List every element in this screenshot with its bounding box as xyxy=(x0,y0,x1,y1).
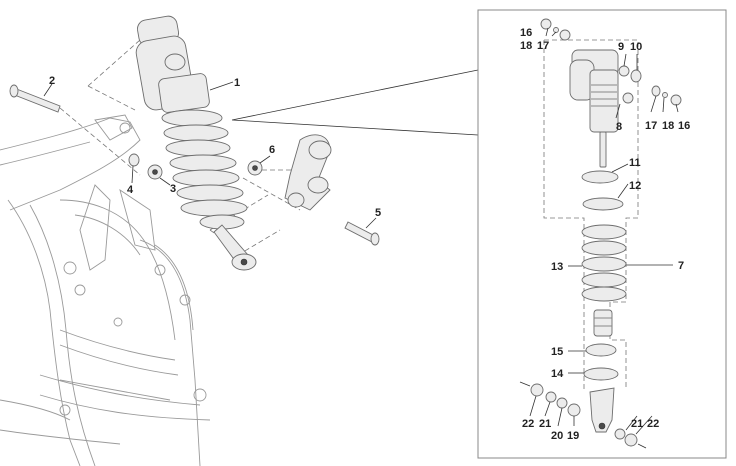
detail-bottom-fasteners xyxy=(519,381,647,449)
label-8: 8 xyxy=(616,121,622,133)
label-13: 13 xyxy=(551,261,563,273)
label-21-right: 21 xyxy=(631,418,643,430)
label-16-top: 16 xyxy=(520,27,532,39)
label-3: 3 xyxy=(170,183,176,195)
label-22-left: 22 xyxy=(522,418,534,430)
label-17-right: 17 xyxy=(645,120,657,132)
label-15: 15 xyxy=(551,346,563,358)
detail-shock-body xyxy=(569,49,619,168)
detail-top-fasteners xyxy=(540,18,682,106)
label-22-right: 22 xyxy=(647,418,659,430)
label-12: 12 xyxy=(629,180,641,192)
label-7: 7 xyxy=(678,260,684,272)
label-17-top: 17 xyxy=(537,40,549,52)
label-21-left: 21 xyxy=(539,418,551,430)
label-18-right: 18 xyxy=(662,120,674,132)
label-9: 9 xyxy=(618,41,624,53)
motorcycle-frame xyxy=(0,114,211,466)
part-2-bolt xyxy=(9,84,61,113)
detail-seat-14 xyxy=(583,367,619,381)
rear-shock-absorber xyxy=(135,15,257,271)
part-5-bolt xyxy=(344,221,380,246)
label-5: 5 xyxy=(375,207,381,219)
leader-lines xyxy=(43,27,679,435)
label-11: 11 xyxy=(629,157,641,169)
label-19: 19 xyxy=(567,430,579,442)
label-16-right: 16 xyxy=(678,120,690,132)
detail-bump-stop xyxy=(593,309,613,337)
detail-preload-rings xyxy=(581,170,624,211)
part-4-washer xyxy=(128,153,140,167)
detail-seat-15 xyxy=(585,343,617,357)
label-1: 1 xyxy=(234,77,240,89)
detail-spring xyxy=(581,224,627,302)
part-3-nut xyxy=(147,164,163,180)
suspension-linkage xyxy=(284,134,332,211)
part-number-labels: 1 2 3 4 5 6 7 8 9 10 11 12 13 14 15 16 1… xyxy=(49,27,690,442)
part-6-nut xyxy=(247,160,263,176)
detail-lower-clevis xyxy=(589,387,615,433)
callout-to-detail xyxy=(231,69,479,136)
label-4: 4 xyxy=(127,184,134,196)
label-18-top: 18 xyxy=(520,40,532,52)
label-14: 14 xyxy=(551,368,564,380)
detail-panel xyxy=(477,9,727,459)
label-6: 6 xyxy=(269,144,275,156)
part-7-group-outline xyxy=(543,39,639,390)
label-2: 2 xyxy=(49,75,55,87)
label-10: 10 xyxy=(630,41,642,53)
label-20: 20 xyxy=(551,430,563,442)
